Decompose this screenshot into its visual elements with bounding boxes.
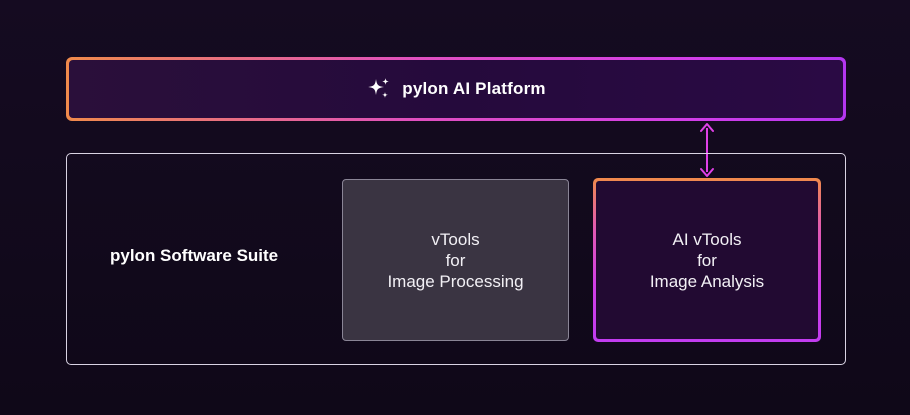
sparkle-icon xyxy=(366,76,392,102)
software-suite-box xyxy=(66,153,846,365)
software-suite-label: pylon Software Suite xyxy=(110,246,279,265)
platform-title: pylon AI Platform xyxy=(402,79,546,98)
ai-vtools-line-2: for xyxy=(697,250,717,270)
vtools-line-3: Image Processing xyxy=(387,271,524,291)
vtools-box: vTools for Image Processing xyxy=(342,179,569,341)
ai-vtools-inner: AI vTools for Image Analysis xyxy=(596,181,818,339)
platform-bar: pylon AI Platform xyxy=(66,57,846,121)
bidirectional-arrow-icon xyxy=(700,123,714,177)
vtools-line-1: vTools xyxy=(431,229,480,249)
vtools-line-2: for xyxy=(445,250,466,270)
platform-bar-inner: pylon AI Platform xyxy=(69,60,843,118)
ai-vtools-box: AI vTools for Image Analysis xyxy=(593,178,821,342)
ai-vtools-line-1: AI vTools xyxy=(672,229,742,249)
ai-vtools-line-3: Image Analysis xyxy=(649,271,765,291)
